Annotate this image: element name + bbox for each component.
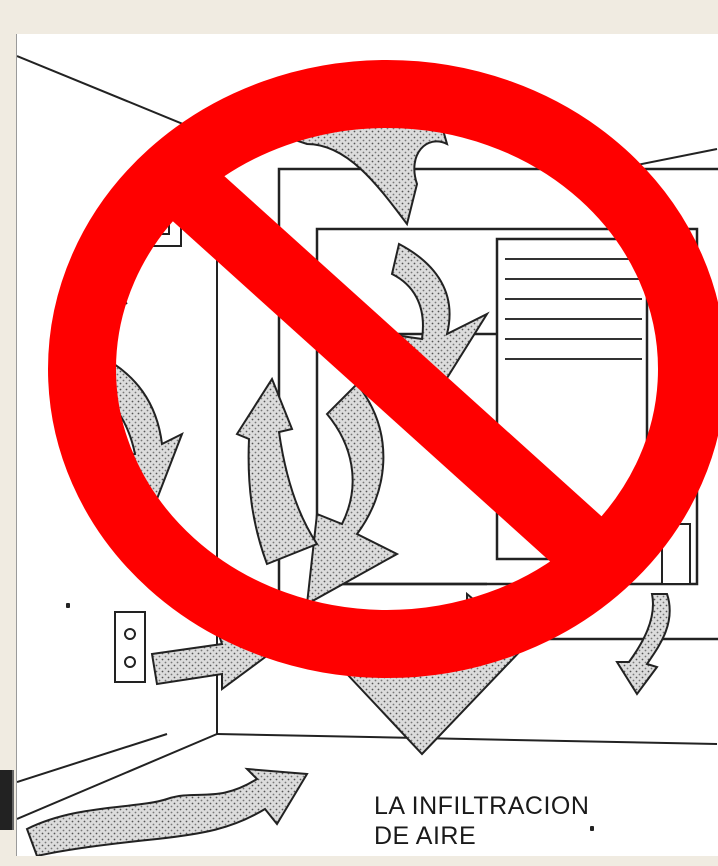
illustration: [16, 34, 718, 856]
bottom-margin: [16, 856, 718, 866]
window-blinds: [505, 259, 642, 359]
left-margin: [0, 0, 16, 866]
speck: [66, 603, 70, 608]
speck: [590, 826, 594, 831]
caption-line-2: DE AIRE: [374, 821, 589, 851]
left-dark-edge: [0, 770, 14, 830]
top-bar: [0, 0, 718, 34]
caption: LA INFILTRACION DE AIRE: [374, 791, 589, 851]
caption-line-1: LA INFILTRACION: [374, 791, 589, 821]
room-drawing: [17, 34, 718, 856]
